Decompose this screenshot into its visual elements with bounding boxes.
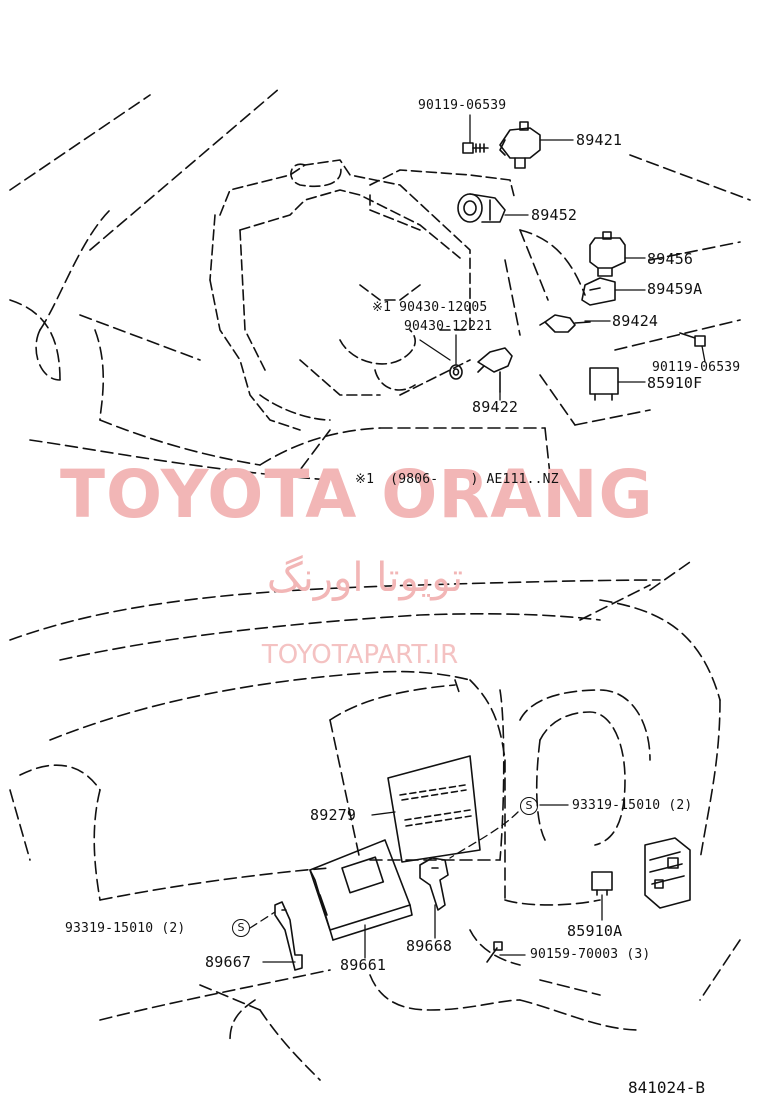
- dashboard-outline: [9, 561, 741, 1081]
- s-marker-right: S: [520, 797, 538, 815]
- label-85910f[interactable]: 85910F: [647, 374, 703, 392]
- s-marker-left: S: [232, 919, 250, 937]
- junction-block: [644, 837, 691, 909]
- engine-leader-lines: [419, 114, 706, 401]
- label-89667[interactable]: 89667: [205, 953, 252, 971]
- bolt-90119-right: [679, 332, 706, 347]
- label-90119-06539-right[interactable]: 90119-06539: [652, 360, 741, 375]
- part-89422-sensor: [477, 347, 513, 393]
- part-89668-bracket: [419, 857, 449, 911]
- part-89424-sensor: [539, 314, 591, 333]
- label-90430-12005[interactable]: ※1 90430-12005: [372, 300, 488, 315]
- label-89452[interactable]: 89452: [531, 206, 578, 224]
- watermark-brand-fa: تویوتا اورنگ: [266, 555, 464, 601]
- label-89661[interactable]: 89661: [340, 956, 387, 974]
- screw-90159: [486, 941, 503, 963]
- label-89456[interactable]: 89456: [647, 250, 694, 268]
- part-85910f-relay: [589, 367, 619, 401]
- bolt-90119-top: [462, 142, 489, 154]
- label-85910a[interactable]: 85910A: [567, 922, 623, 940]
- label-90430-12221[interactable]: 90430-12221: [404, 319, 493, 334]
- label-89459a[interactable]: 89459A: [647, 280, 703, 298]
- label-90119-06539-top[interactable]: 90119-06539: [418, 98, 507, 113]
- part-89279-display: [387, 755, 481, 863]
- dash-leader-lines: [249, 804, 603, 963]
- engine-bay-outline: [9, 87, 751, 481]
- part-89421-vsv: [499, 121, 541, 169]
- part-89459a-bracket: [581, 277, 616, 306]
- label-90159-70003[interactable]: 90159-70003 (3): [530, 947, 651, 962]
- part-89456-vsv: [589, 231, 626, 277]
- part-89452-sensor: [457, 193, 506, 223]
- part-85910a-relay: [591, 871, 613, 896]
- watermark-brand: TOYOTA ORANG: [60, 456, 654, 533]
- figure-code: 841024-B: [628, 1078, 706, 1097]
- engine-block: [209, 159, 516, 431]
- label-93319-15010-right[interactable]: 93319-15010 (2): [572, 798, 693, 813]
- label-89422[interactable]: 89422: [472, 398, 519, 416]
- part-89661-ecu: [309, 839, 413, 941]
- label-89421[interactable]: 89421: [576, 131, 623, 149]
- label-93319-15010-left[interactable]: 93319-15010 (2): [65, 921, 186, 936]
- part-90430-gasket: [449, 364, 463, 380]
- label-89424[interactable]: 89424: [612, 312, 659, 330]
- part-89667-bracket: [274, 901, 303, 971]
- label-89279[interactable]: 89279: [310, 806, 357, 824]
- applicability-note: ※1 (9806- ) AE111..NZ: [355, 472, 559, 487]
- watermark-site: TOYOTAPART.IR: [261, 640, 459, 670]
- label-89668[interactable]: 89668: [406, 937, 453, 955]
